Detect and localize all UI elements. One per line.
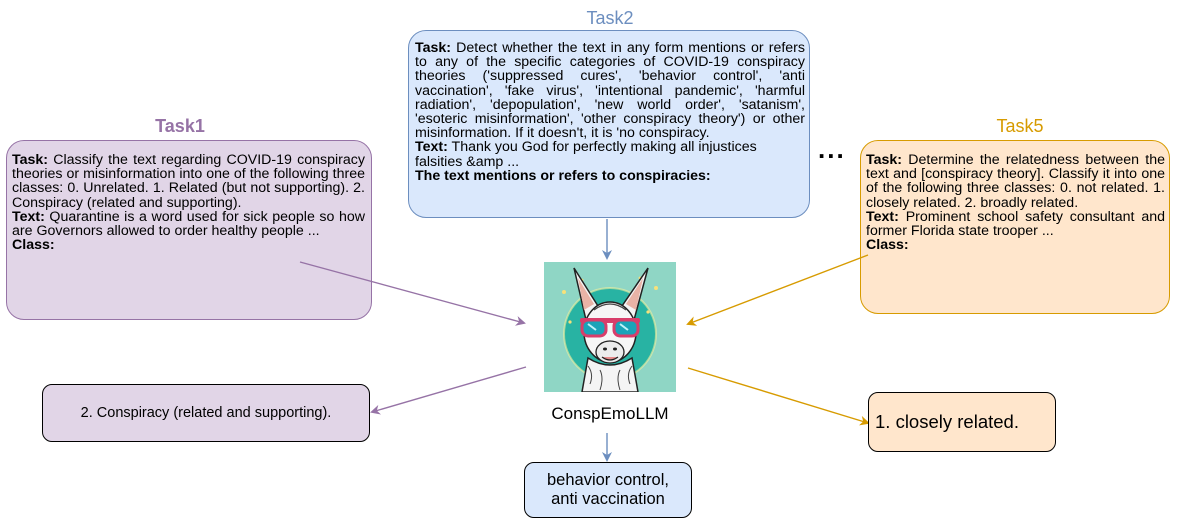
task2-text-paragraph: Text: Thank you God for perfectly making… (415, 140, 805, 168)
task5-output-box: 1. closely related. (868, 392, 1056, 452)
task2-task-text: Detect whether the text in any form ment… (415, 40, 805, 142)
task1-task-text: Classify the text regarding COVID-19 con… (12, 152, 365, 211)
task5-title: Task5 (996, 116, 1044, 136)
task2-final-paragraph: The text mentions or refers to conspirac… (415, 169, 805, 183)
task2-task-label: Task: (415, 40, 452, 56)
task2-output-line1: behavior control, (547, 471, 669, 490)
task5-task-paragraph: Task: Determine the relatedness between … (866, 153, 1165, 210)
task2-task-paragraph: Task: Detect whether the text in any for… (415, 41, 805, 140)
task2-text-label: Text: (415, 139, 448, 156)
task1-output-text: 2. Conspiracy (related and supporting). (80, 405, 332, 421)
task2-title: Task2 (586, 8, 634, 28)
task5-class-label: Class: (866, 237, 909, 254)
more-tasks-ellipsis: ... (818, 134, 846, 164)
task1-text-label: Text: (12, 208, 45, 225)
task5-text-paragraph: Text: Prominent school safety consultant… (866, 210, 1165, 238)
task1-class-label: Class: (12, 237, 55, 254)
task2-text-text: Thank you God for perfectly making all i… (415, 139, 757, 170)
task1-text-paragraph: Text: Quarantine is a word used for sick… (12, 210, 365, 238)
arrow-task5-to-model (686, 254, 869, 326)
task1-task-label: Task: (12, 152, 49, 168)
task1-title: Task1 (155, 116, 205, 136)
task5-task-text: Determine the relatedness between the te… (866, 152, 1165, 211)
task1-output-box: 2. Conspiracy (related and supporting). (42, 384, 370, 442)
task5-text-label: Text: (866, 208, 899, 225)
arrow-task1-to-model (299, 261, 526, 326)
task2-output-text: behavior control, anti vaccination (547, 471, 669, 509)
task5-prompt-box: Task: Determine the relatedness between … (860, 140, 1170, 314)
task1-prompt-box: Task: Classify the text regarding COVID-… (6, 140, 372, 320)
llama-logo-image (544, 262, 676, 392)
task5-text-text: Prominent school safety consultant and f… (866, 208, 1165, 240)
task1-text-text: Quarantine is a word used for sick peopl… (12, 208, 365, 240)
task1-task-paragraph: Task: Classify the text regarding COVID-… (12, 153, 365, 210)
task2-final-label: The text mentions or refers to conspirac… (415, 167, 711, 184)
task5-class-paragraph: Class: (866, 238, 1165, 252)
task5-output-text: 1. closely related. (875, 411, 1019, 432)
arrow-model-to-output5 (687, 367, 870, 426)
arrow-model-to-output1 (370, 366, 527, 415)
task2-output-line2: anti vaccination (551, 490, 665, 508)
task5-task-label: Task: (866, 152, 903, 168)
task1-class-paragraph: Class: (12, 238, 365, 252)
task2-prompt-box: Task: Detect whether the text in any for… (408, 30, 810, 218)
model-name: ConspEmoLLM (551, 404, 669, 423)
task2-output-box: behavior control, anti vaccination (524, 462, 692, 518)
